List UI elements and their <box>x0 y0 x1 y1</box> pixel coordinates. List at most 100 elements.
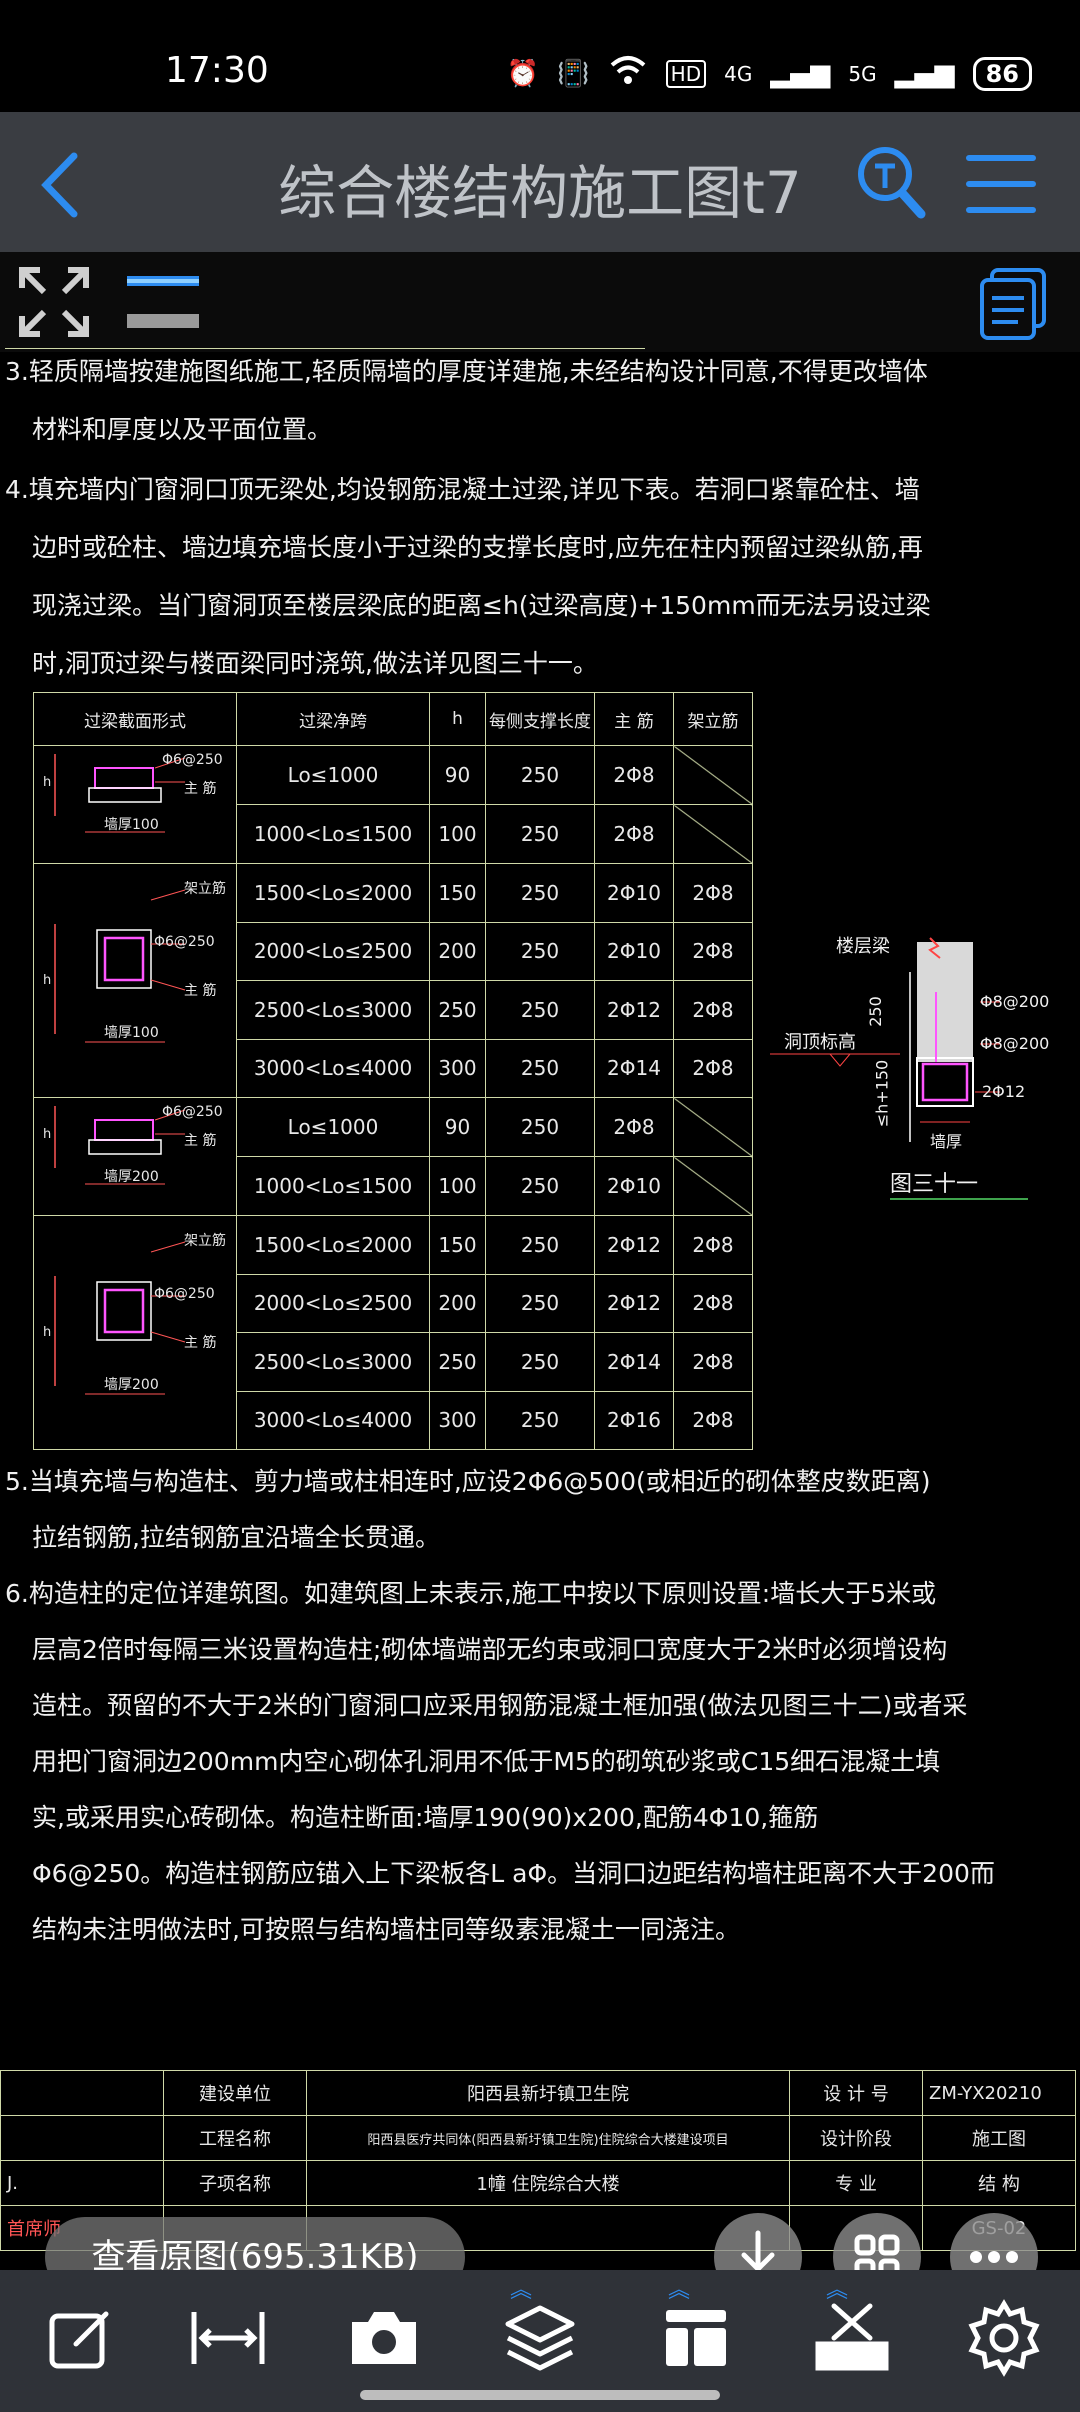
main-bar-cell: 2Φ14 <box>594 1038 674 1098</box>
section-label: 墙厚200 <box>104 1377 159 1393</box>
span-cell: 1500<Lo≤2000 <box>236 1215 430 1275</box>
section-label: 架立筋 <box>184 1233 226 1249</box>
wifi-icon <box>608 55 648 92</box>
measure-icon[interactable] <box>188 2298 268 2378</box>
span-cell: Lo≤1000 <box>236 745 430 805</box>
span-cell: 1000<Lo≤1500 <box>236 804 430 864</box>
section-sketch-c: h Φ6@250 主 筋 墙厚200 <box>33 1097 237 1216</box>
table-row: 3000<Lo≤4000 300 250 2Φ14 2Φ8 <box>34 1038 753 1098</box>
note-4-line-4: 时,洞顶过梁与楼面梁同时浇筑,做法详见图三十一。 <box>32 649 598 678</box>
table-header: 架立筋 <box>673 692 753 746</box>
erect-bar-cell: 2Φ8 <box>673 1038 753 1098</box>
main-bar-cell: 2Φ10 <box>594 1156 674 1216</box>
fullscreen-icon[interactable] <box>18 266 90 342</box>
table-row: 1000<Lo≤1500 100 250 2Φ10 <box>34 1156 753 1216</box>
note-6-line-4: 用把门窗洞边200mm内空心砌体孔洞用不低于M5的砌筑砂浆或C15细石混凝土填 <box>32 1747 941 1776</box>
section-label: Φ6@250 <box>162 1104 223 1120</box>
title-block-label: 工程名称 <box>163 2115 307 2161</box>
section-label: Φ6@250 <box>154 1286 215 1302</box>
span-cell: 2000<Lo≤2500 <box>236 921 430 981</box>
settings-icon[interactable] <box>964 2298 1044 2378</box>
figure-label: 2Φ12 <box>982 1082 1026 1101</box>
support-cell: 250 <box>485 1215 595 1275</box>
erect-bar-cell: 2Φ8 <box>673 1273 753 1333</box>
span-cell: Lo≤1000 <box>236 1097 430 1157</box>
note-4-line-2: 边时或砼柱、墙边填充墙长度小于过梁的支撑长度时,应先在柱内预留过梁纵筋,再 <box>32 533 923 562</box>
status-icons: ⏰ 📳 HD 4G ▂▄▆ 5G ▂▄▆ 86 <box>507 55 1032 92</box>
main-bar-cell: 2Φ12 <box>594 1215 674 1275</box>
title-block-cell <box>0 2070 164 2116</box>
erect-bar-cell: 2Φ8 <box>673 1390 753 1450</box>
span-cell: 2500<Lo≤3000 <box>236 980 430 1040</box>
section-label: 主 筋 <box>184 1335 217 1351</box>
cut-table-line <box>5 348 645 349</box>
svg-text:h: h <box>43 973 51 988</box>
note-6-line-7: 结构未注明做法时,可按照与结构墙柱同等级素混凝土一同浇注。 <box>32 1915 740 1944</box>
expand-indicator-icon: ︽ <box>826 2278 849 2303</box>
section-label: 主 筋 <box>184 1133 217 1149</box>
section-label: 墙厚100 <box>104 817 159 833</box>
note-5-line-1: 5.当填充墙与构造柱、剪力墙或柱相连时,应设2Φ6@500(或相近的砌体整皮数距… <box>5 1467 931 1496</box>
camera-icon[interactable] <box>344 2298 424 2378</box>
chevron-left-icon[interactable] <box>36 150 86 224</box>
table-row: h Φ6@250 主 筋 墙厚200 Lo≤1000 90 250 2Φ8 <box>33 1097 753 1216</box>
support-cell: 250 <box>485 980 595 1040</box>
h-cell: 200 <box>429 1273 486 1333</box>
table-row: 1000<Lo≤1500 100 250 2Φ8 <box>34 804 753 864</box>
main-bar-cell: 2Φ16 <box>594 1390 674 1450</box>
svg-text:h: h <box>43 1325 51 1340</box>
support-cell: 250 <box>485 804 595 864</box>
span-cell: 2000<Lo≤2500 <box>236 1273 430 1333</box>
figure-caption: 图三十一 <box>890 1166 1029 1200</box>
title-block-cell <box>0 2115 164 2161</box>
layer-toggle-icon[interactable] <box>125 274 201 338</box>
h-cell: 250 <box>429 980 486 1040</box>
table-header: 每侧支撑长度 <box>485 692 595 746</box>
home-indicator <box>360 2390 720 2400</box>
table-header: 过梁净跨 <box>236 692 430 746</box>
note-4-line-3: 现浇过梁。当门窗洞顶至楼层梁底的距离≤h(过梁高度)+150mm而无法另设过梁 <box>32 591 931 620</box>
section-label: 主 筋 <box>184 983 217 999</box>
table-row: 2000<Lo≤2500 200 250 2Φ12 2Φ8 <box>34 1273 753 1333</box>
erect-bar-cell <box>673 1156 753 1216</box>
support-cell: 250 <box>485 1390 595 1450</box>
title-block-value: 阳西县医疗共同体(阳西县新圩镇卫生院)住院综合大楼建设项目 <box>306 2115 790 2161</box>
title-block-value: 阳西县新圩镇卫生院 <box>306 2070 790 2116</box>
title-block-label: 专 业 <box>789 2160 923 2206</box>
document-list-icon[interactable] <box>978 268 1048 344</box>
status-bar: 17:30 ⏰ 📳 HD 4G ▂▄▆ 5G ▂▄▆ 86 <box>0 0 1080 112</box>
edit-icon[interactable] <box>40 2298 120 2378</box>
menu-icon[interactable] <box>965 152 1037 220</box>
erect-bar-cell <box>673 1097 753 1157</box>
layers-icon[interactable] <box>500 2298 580 2378</box>
toolbox-icon[interactable] <box>812 2298 892 2378</box>
layout-icon[interactable] <box>656 2298 736 2378</box>
erect-bar-cell: 2Φ8 <box>673 1332 753 1392</box>
expand-indicator-icon: ︽ <box>668 2278 691 2303</box>
signal-icon: ▂▄▆ <box>770 58 831 89</box>
note-6-line-5: 实,或采用实心砖砌体。构造柱断面:墙厚190(90)x200,配筋4Φ10,箍筋 <box>32 1803 819 1832</box>
signal-icon: ▂▄▆ <box>894 58 955 89</box>
figure-label: Φ8@200 <box>980 992 1050 1011</box>
more-icon <box>970 2251 1018 2263</box>
span-cell: 3000<Lo≤4000 <box>236 1038 430 1098</box>
note-5-line-2: 拉结钢筋,拉结钢筋宜沿墙全长贯通。 <box>32 1523 440 1552</box>
title-block-value: 1幢 住院综合大楼 <box>306 2160 790 2206</box>
title-block-label: 子项名称 <box>163 2160 307 2206</box>
main-bar-cell: 2Φ12 <box>594 1273 674 1333</box>
title-block-value: 结 构 <box>922 2160 1076 2206</box>
note-3-line-1: 3.轻质隔墙按建施图纸施工,轻质隔墙的厚度详建施,未经结构设计同意,不得更改墙体 <box>5 357 928 386</box>
section-sketch-b: h 架立筋 Φ6@250 主 筋 墙厚100 <box>33 863 237 1098</box>
title-block-value: 施工图 <box>922 2115 1076 2161</box>
section-label: 架立筋 <box>184 881 226 897</box>
title-block-label: 设计阶段 <box>789 2115 923 2161</box>
note-6-line-1: 6.构造柱的定位详建筑图。如建筑图上未表示,施工中按以下原则设置:墙长大于5米或 <box>5 1579 937 1608</box>
vibrate-icon: 📳 <box>557 58 590 89</box>
support-cell: 250 <box>485 1332 595 1392</box>
table-row: h 架立筋 Φ6@250 主 筋 墙厚100 1500<Lo≤2000 150 … <box>33 863 753 1098</box>
main-bar-cell: 2Φ10 <box>594 863 674 923</box>
erect-bar-cell <box>673 804 753 864</box>
cad-drawing-view[interactable]: 3.轻质隔墙按建施图纸施工,轻质隔墙的厚度详建施,未经结构设计同意,不得更改墙体… <box>0 348 1080 2112</box>
search-icon[interactable] <box>855 142 927 226</box>
erect-bar-cell: 2Φ8 <box>673 1215 753 1275</box>
